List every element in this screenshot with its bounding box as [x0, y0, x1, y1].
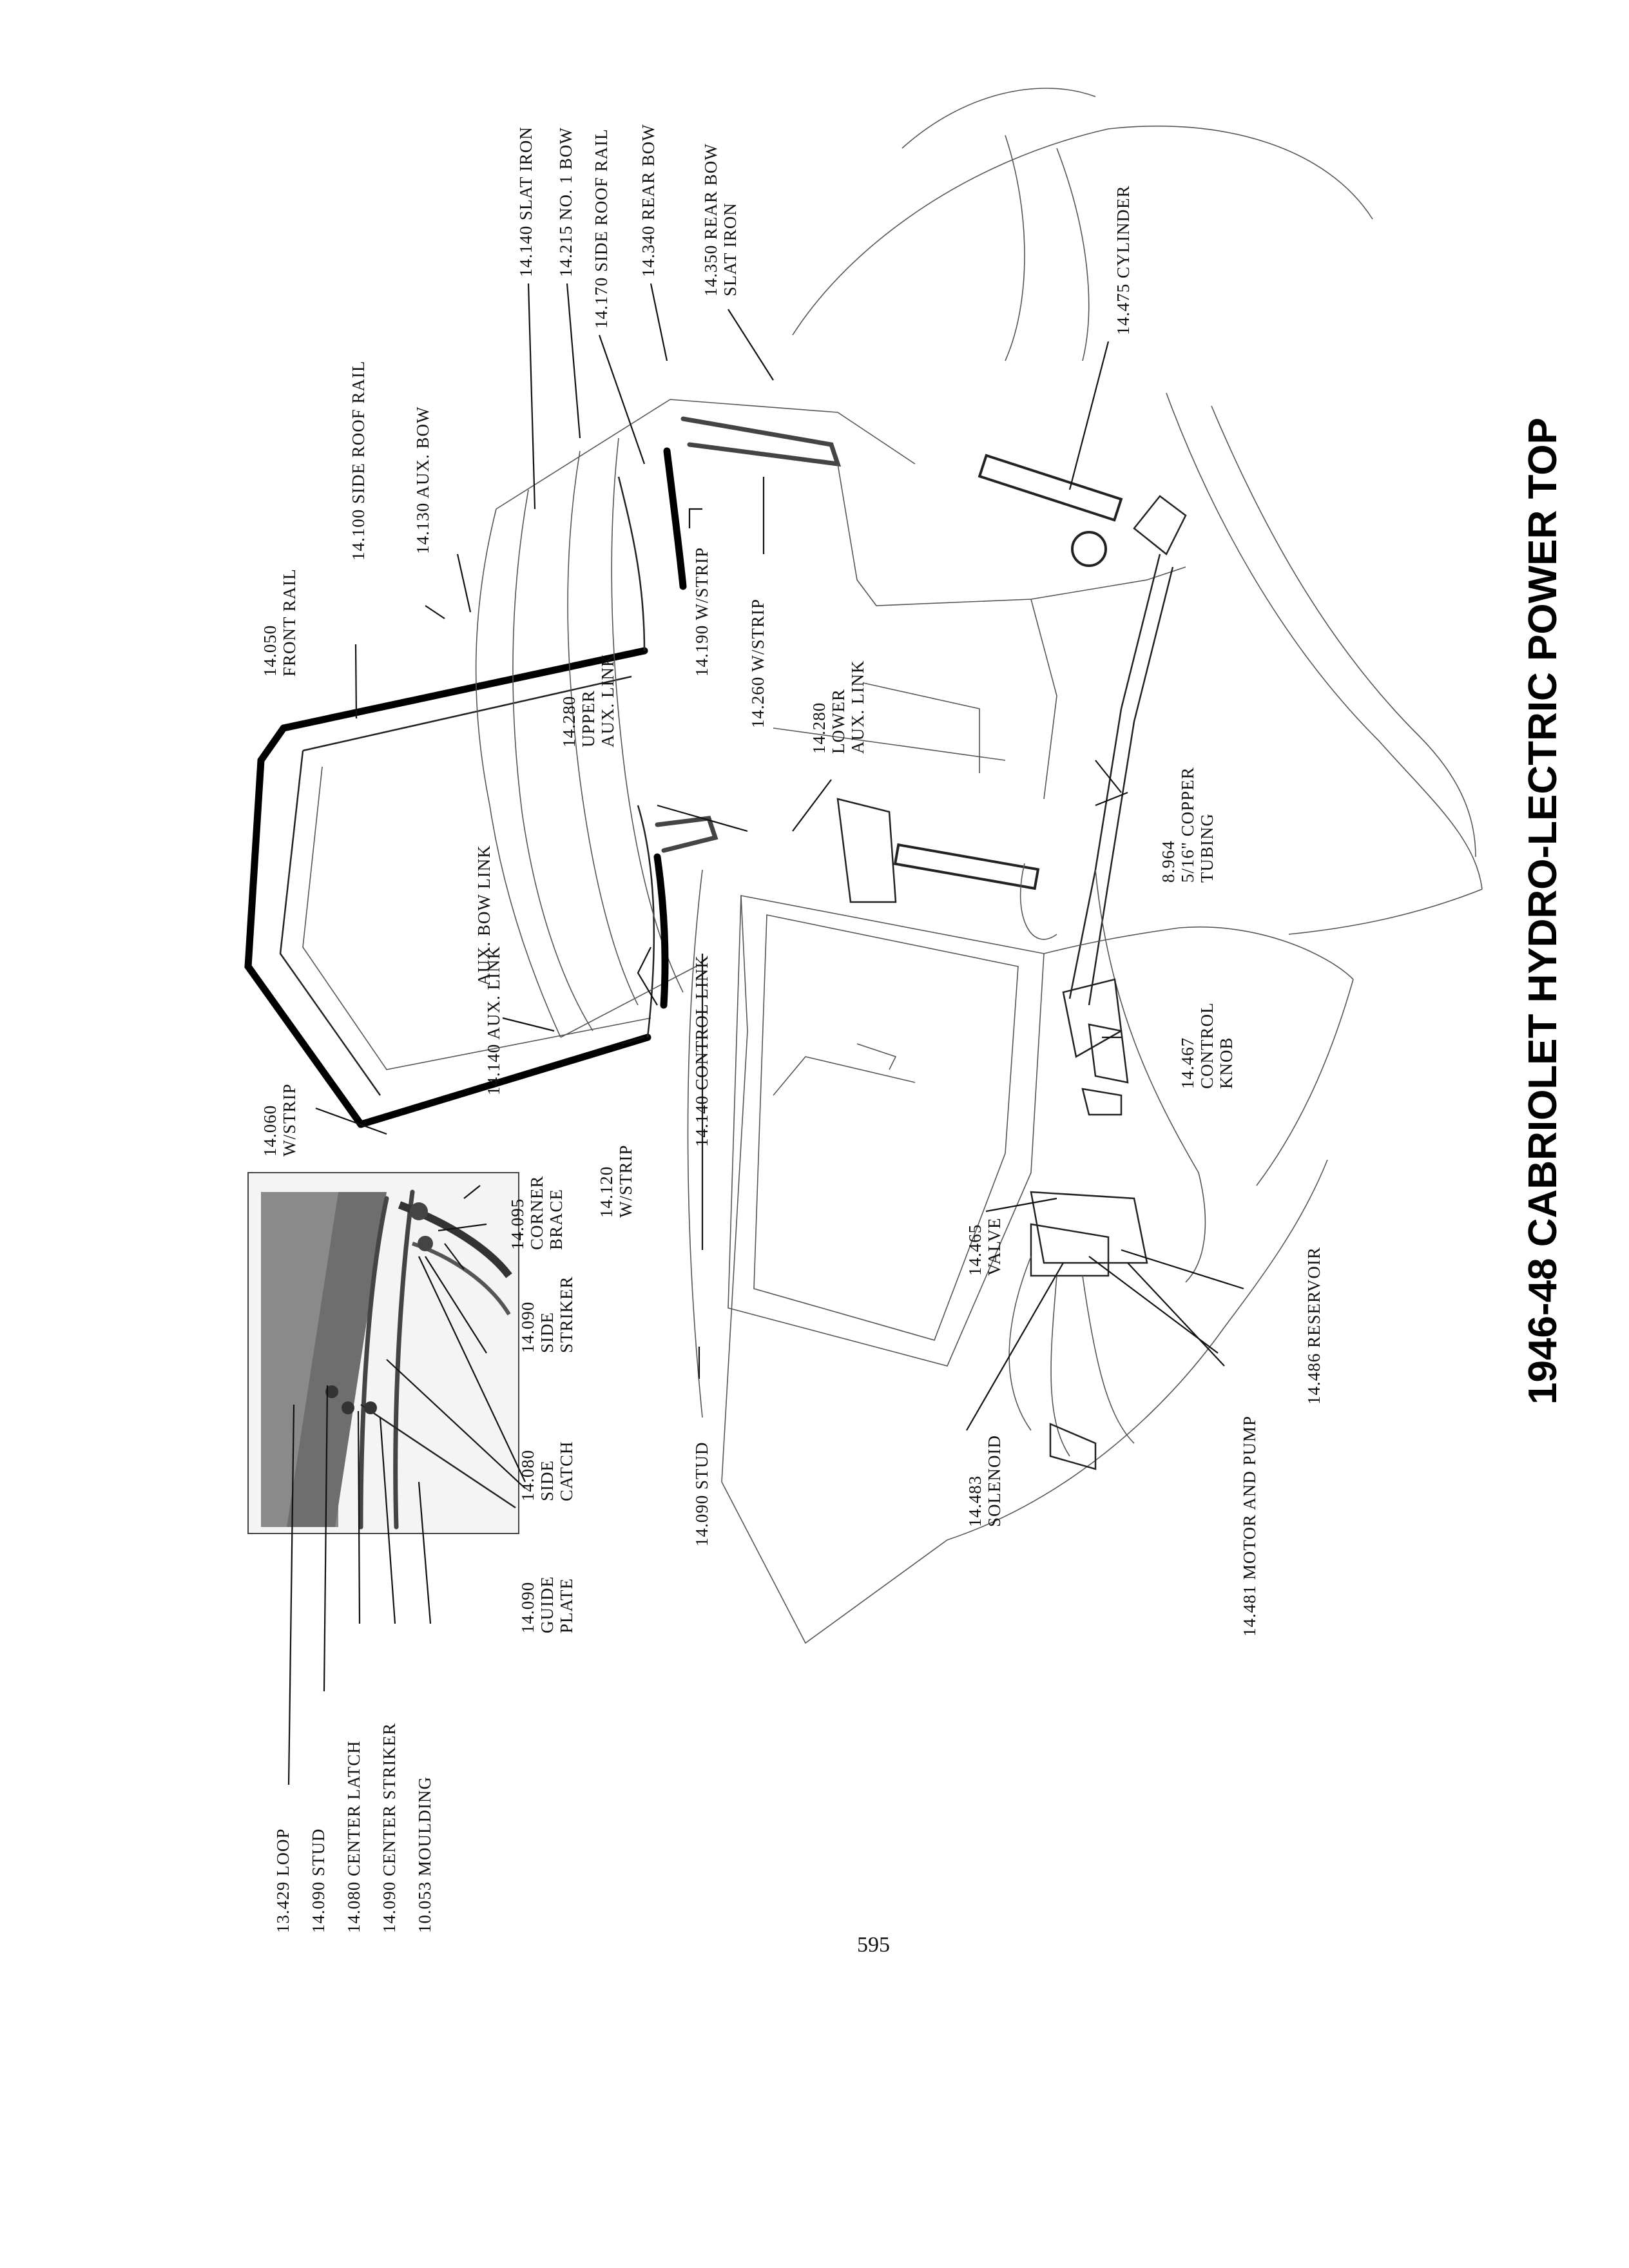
inset-label-moulding: 10.053 MOULDING — [415, 1776, 434, 1933]
label-w-strip-260: 14.260 W/STRIP — [748, 599, 767, 728]
label-rear-bow-slat-iron-1: 14.350 REAR BOW — [701, 143, 720, 296]
label-w-strip-120-2: W/STRIP — [616, 1144, 635, 1218]
label-side-catch-3: CATCH — [557, 1441, 576, 1501]
label-copper-tubing-3: TUBING — [1197, 813, 1217, 883]
label-w-strip-060-1: 14.060 — [260, 1105, 280, 1157]
inset-label-stud: 14.090 STUD — [309, 1828, 328, 1933]
label-corner-brace-1: 14.095 — [508, 1198, 527, 1250]
page-number: 595 — [857, 1933, 890, 1957]
part-labels: 14.050 FRONT RAIL 14.100 SIDE ROOF RAIL … — [260, 124, 1565, 1933]
label-side-roof-rail-front: 14.100 SIDE ROOF RAIL — [349, 360, 368, 561]
label-guide-plate-1: 14.090 — [518, 1582, 537, 1633]
label-aux-bow-link: AUX. BOW LINK — [474, 845, 494, 986]
leader-lines — [287, 283, 1244, 1785]
label-valve-1: 14.465 — [965, 1224, 985, 1276]
label-slat-iron: 14.140 SLAT IRON — [516, 126, 535, 277]
label-side-roof-rail-rear: 14.170 SIDE ROOF RAIL — [592, 128, 611, 329]
car-body-drawing — [244, 88, 1483, 1644]
label-no1-bow: 14.215 NO. 1 BOW — [556, 127, 575, 277]
label-solenoid-1: 14.483 — [965, 1475, 985, 1527]
inset-label-loop: 13.429 LOOP — [273, 1828, 293, 1933]
label-side-catch-1: 14.080 — [518, 1450, 537, 1501]
label-lower-aux-link-2: LOWER — [829, 689, 848, 754]
inset-label-center-striker: 14.090 CENTER STRIKER — [380, 1723, 399, 1933]
inset-label-center-latch: 14.080 CENTER LATCH — [344, 1740, 363, 1933]
label-corner-brace-2: CORNER — [527, 1175, 546, 1250]
label-w-strip-190: 14.190 W/STRIP — [692, 547, 711, 677]
label-side-striker-3: STRIKER — [557, 1276, 576, 1353]
label-guide-plate-2: GUIDE — [537, 1576, 557, 1633]
label-control-knob-3: KNOB — [1217, 1037, 1236, 1089]
label-control-link: 14.140 CONTROL LINK — [692, 955, 711, 1147]
label-rear-bow: 14.340 REAR BOW — [639, 124, 658, 277]
label-front-rail-name: FRONT RAIL — [280, 568, 299, 677]
label-upper-aux-link-1: 14.280 — [559, 696, 579, 747]
label-side-catch-2: SIDE — [537, 1460, 557, 1501]
label-control-knob-1: 14.467 — [1178, 1037, 1197, 1089]
diagram-title: 1946-48 CABRIOLET HYDRO-LECTRIC POWER TO… — [1521, 418, 1565, 1405]
inset-detail-view — [247, 1172, 519, 1534]
label-rear-bow-slat-iron-2: SLAT IRON — [720, 202, 740, 296]
label-copper-tubing-2: 5/16" COPPER — [1178, 767, 1197, 883]
label-motor-pump: 14.481 MOTOR AND PUMP — [1240, 1416, 1259, 1637]
label-upper-aux-link-3: AUX. LINK — [598, 654, 617, 747]
label-copper-tubing-1: 8.964 — [1159, 840, 1178, 883]
label-valve-2: VALVE — [985, 1217, 1004, 1276]
label-guide-plate-3: PLATE — [557, 1578, 576, 1633]
label-side-striker-1: 14.090 — [518, 1302, 537, 1353]
label-aux-link-140: 14.140 AUX. LINK — [484, 946, 503, 1095]
label-cylinder: 14.475 CYLINDER — [1113, 186, 1133, 336]
label-stud-main: 14.090 STUD — [692, 1441, 711, 1546]
label-solenoid-2: SOLENOID — [985, 1435, 1004, 1527]
label-lower-aux-link-3: AUX. LINK — [848, 660, 867, 754]
label-aux-bow: 14.130 AUX. BOW — [413, 407, 432, 555]
label-w-strip-060-2: W/STRIP — [280, 1083, 299, 1157]
label-upper-aux-link-2: UPPER — [579, 690, 598, 747]
label-corner-brace-3: BRACE — [546, 1189, 566, 1250]
label-reservoir: 14.486 RESERVOIR — [1304, 1247, 1324, 1405]
label-lower-aux-link-1: 14.280 — [809, 702, 829, 754]
label-control-knob-2: CONTROL — [1197, 1003, 1217, 1090]
label-front-rail-num: 14.050 — [260, 625, 280, 677]
label-w-strip-120-1: 14.120 — [597, 1166, 616, 1218]
label-side-striker-2: SIDE — [537, 1312, 557, 1353]
